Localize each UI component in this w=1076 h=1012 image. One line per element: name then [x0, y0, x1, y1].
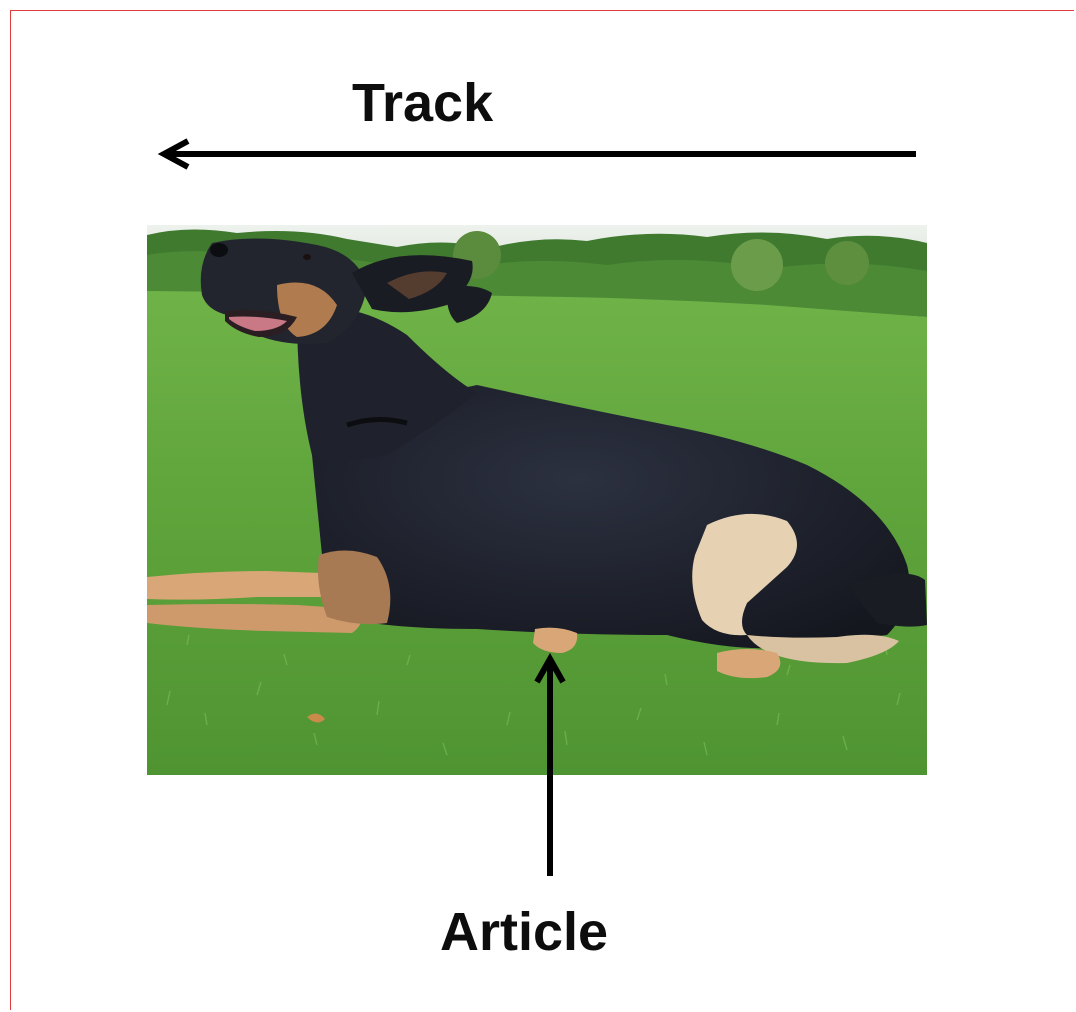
track-label: Track — [352, 73, 494, 133]
german-shepherd — [147, 238, 927, 679]
dog-photo — [147, 225, 927, 775]
article-label: Article — [440, 902, 609, 962]
track-arrow — [157, 138, 916, 170]
article-arrow — [534, 652, 566, 876]
fallen-leaf — [307, 713, 325, 723]
